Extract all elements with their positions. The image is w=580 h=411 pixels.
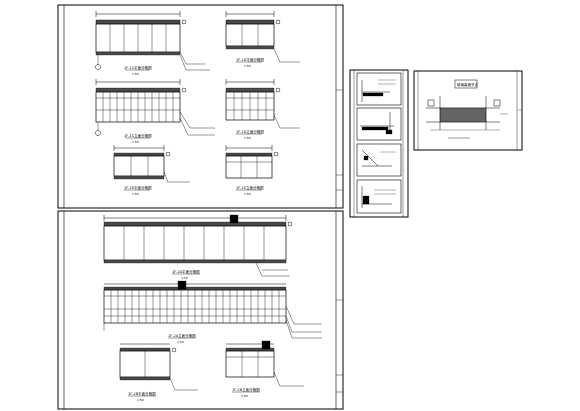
sheet-2: 1F-2A平面分格图 1:50 1F-2A立面分格图 1:50 xyxy=(57,210,344,410)
detail-panel-2 xyxy=(356,107,402,141)
detail-panel-4 xyxy=(356,179,402,214)
d11-title: 玻璃幕墙节点 xyxy=(457,82,478,87)
d4-scale: 1:50 xyxy=(244,136,251,140)
d10-scale: 1:50 xyxy=(241,394,248,398)
drawing-d10 xyxy=(225,340,304,393)
detail-panel-3 xyxy=(356,143,402,177)
d2-title: 1F-1D平面分格图 xyxy=(236,57,264,62)
detail-panel-1 xyxy=(356,72,402,106)
sheet-section: 玻璃幕墙节点 xyxy=(413,70,523,151)
sheet-1-title-strip xyxy=(335,4,344,209)
sheet-details xyxy=(349,69,409,218)
d2-scale: 1:50 xyxy=(244,64,251,68)
drawing-d6 xyxy=(225,145,279,191)
d7-title: 1F-2A平面分格图 xyxy=(172,269,200,274)
d8-scale: 1:50 xyxy=(177,340,184,344)
drawing-d11 xyxy=(426,79,508,139)
drawing-d1 xyxy=(95,11,210,71)
d7-scale: 1:50 xyxy=(181,276,188,280)
drawing-d5 xyxy=(113,145,190,191)
d9-title: 1F-2B平面分格图 xyxy=(128,391,156,396)
d1-title: 1F-1C平面分格图 xyxy=(124,65,152,70)
drawing-d4 xyxy=(225,79,300,135)
d8-title: 1F-2A立面分格图 xyxy=(168,333,196,338)
d6-title: 1F-1E立面分格图 xyxy=(236,185,264,190)
d5-scale: 1:50 xyxy=(132,192,139,196)
sheet-1: 1F-1C平面分格图 1:50 1F-1D平面分格图 1:50 xyxy=(57,4,344,209)
d5-title: 1F-1E平面分格图 xyxy=(124,185,152,190)
drawing-d3 xyxy=(95,79,215,139)
drawing-d8-mullions xyxy=(110,290,280,323)
d3-title: 1F-1C立面分格图 xyxy=(124,133,152,138)
d1-scale: 1:50 xyxy=(132,72,139,76)
d9-scale: 1:50 xyxy=(137,398,144,402)
d6-scale: 1:50 xyxy=(244,192,251,196)
drawing-d9 xyxy=(119,343,198,397)
d4-title: 1F-1D立面分格图 xyxy=(236,129,264,134)
drawing-d2 xyxy=(225,11,300,63)
d3-scale: 1:50 xyxy=(132,140,139,144)
d10-title: 1F-2B立面分格图 xyxy=(232,387,260,392)
sheet-2-title-strip xyxy=(335,210,344,410)
drawing-d7 xyxy=(103,214,293,277)
